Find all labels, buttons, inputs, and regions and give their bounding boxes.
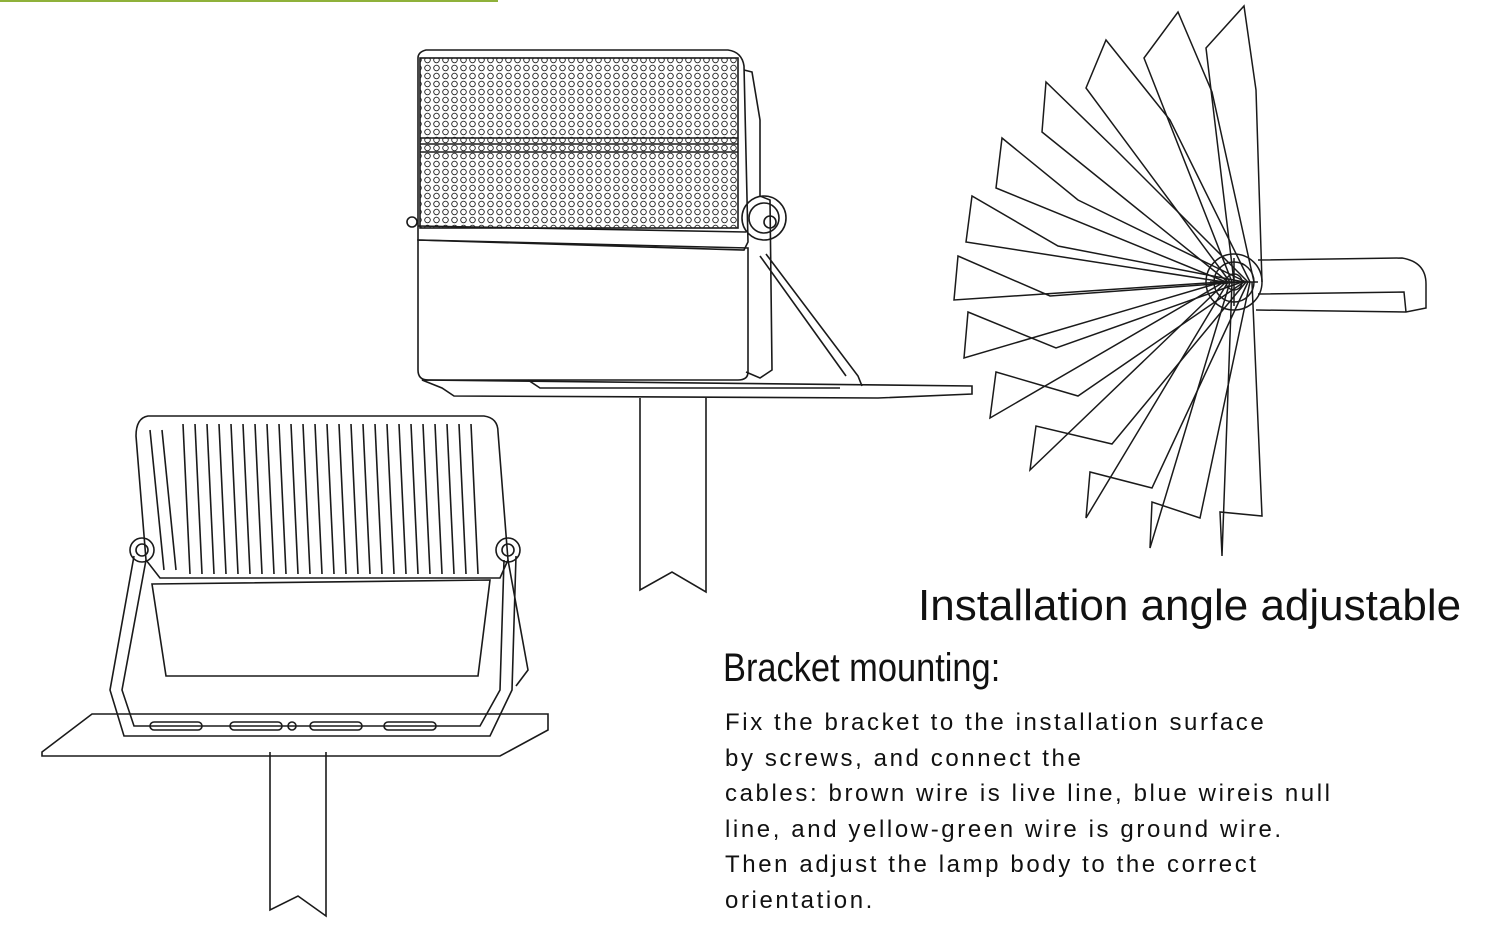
instruction-line: Then adjust the lamp body to the correct: [725, 851, 1259, 879]
floodlight-front-view: [406, 49, 973, 594]
instruction-line: cables: brown wire is live line, blue wi…: [725, 780, 1333, 808]
instruction-line: orientation.: [725, 886, 875, 914]
instruction-line: line, and yellow-green wire is ground wi…: [725, 815, 1284, 843]
section-title: Bracket mounting:: [723, 646, 1001, 690]
floodlight-rear-view: [41, 415, 549, 918]
mounting-pole: [639, 398, 707, 594]
rotation-angle-fan: [953, 4, 1427, 557]
cooling-fins: [182, 423, 479, 575]
headline: Installation angle adjustable: [918, 581, 1462, 630]
instruction-line: by screws, and connect the: [725, 744, 1084, 772]
instructions-text: Fix the bracket to the installation surf…: [725, 705, 1495, 919]
angle-positions: [953, 4, 1263, 557]
instruction-line: Fix the bracket to the installation surf…: [725, 709, 1267, 736]
